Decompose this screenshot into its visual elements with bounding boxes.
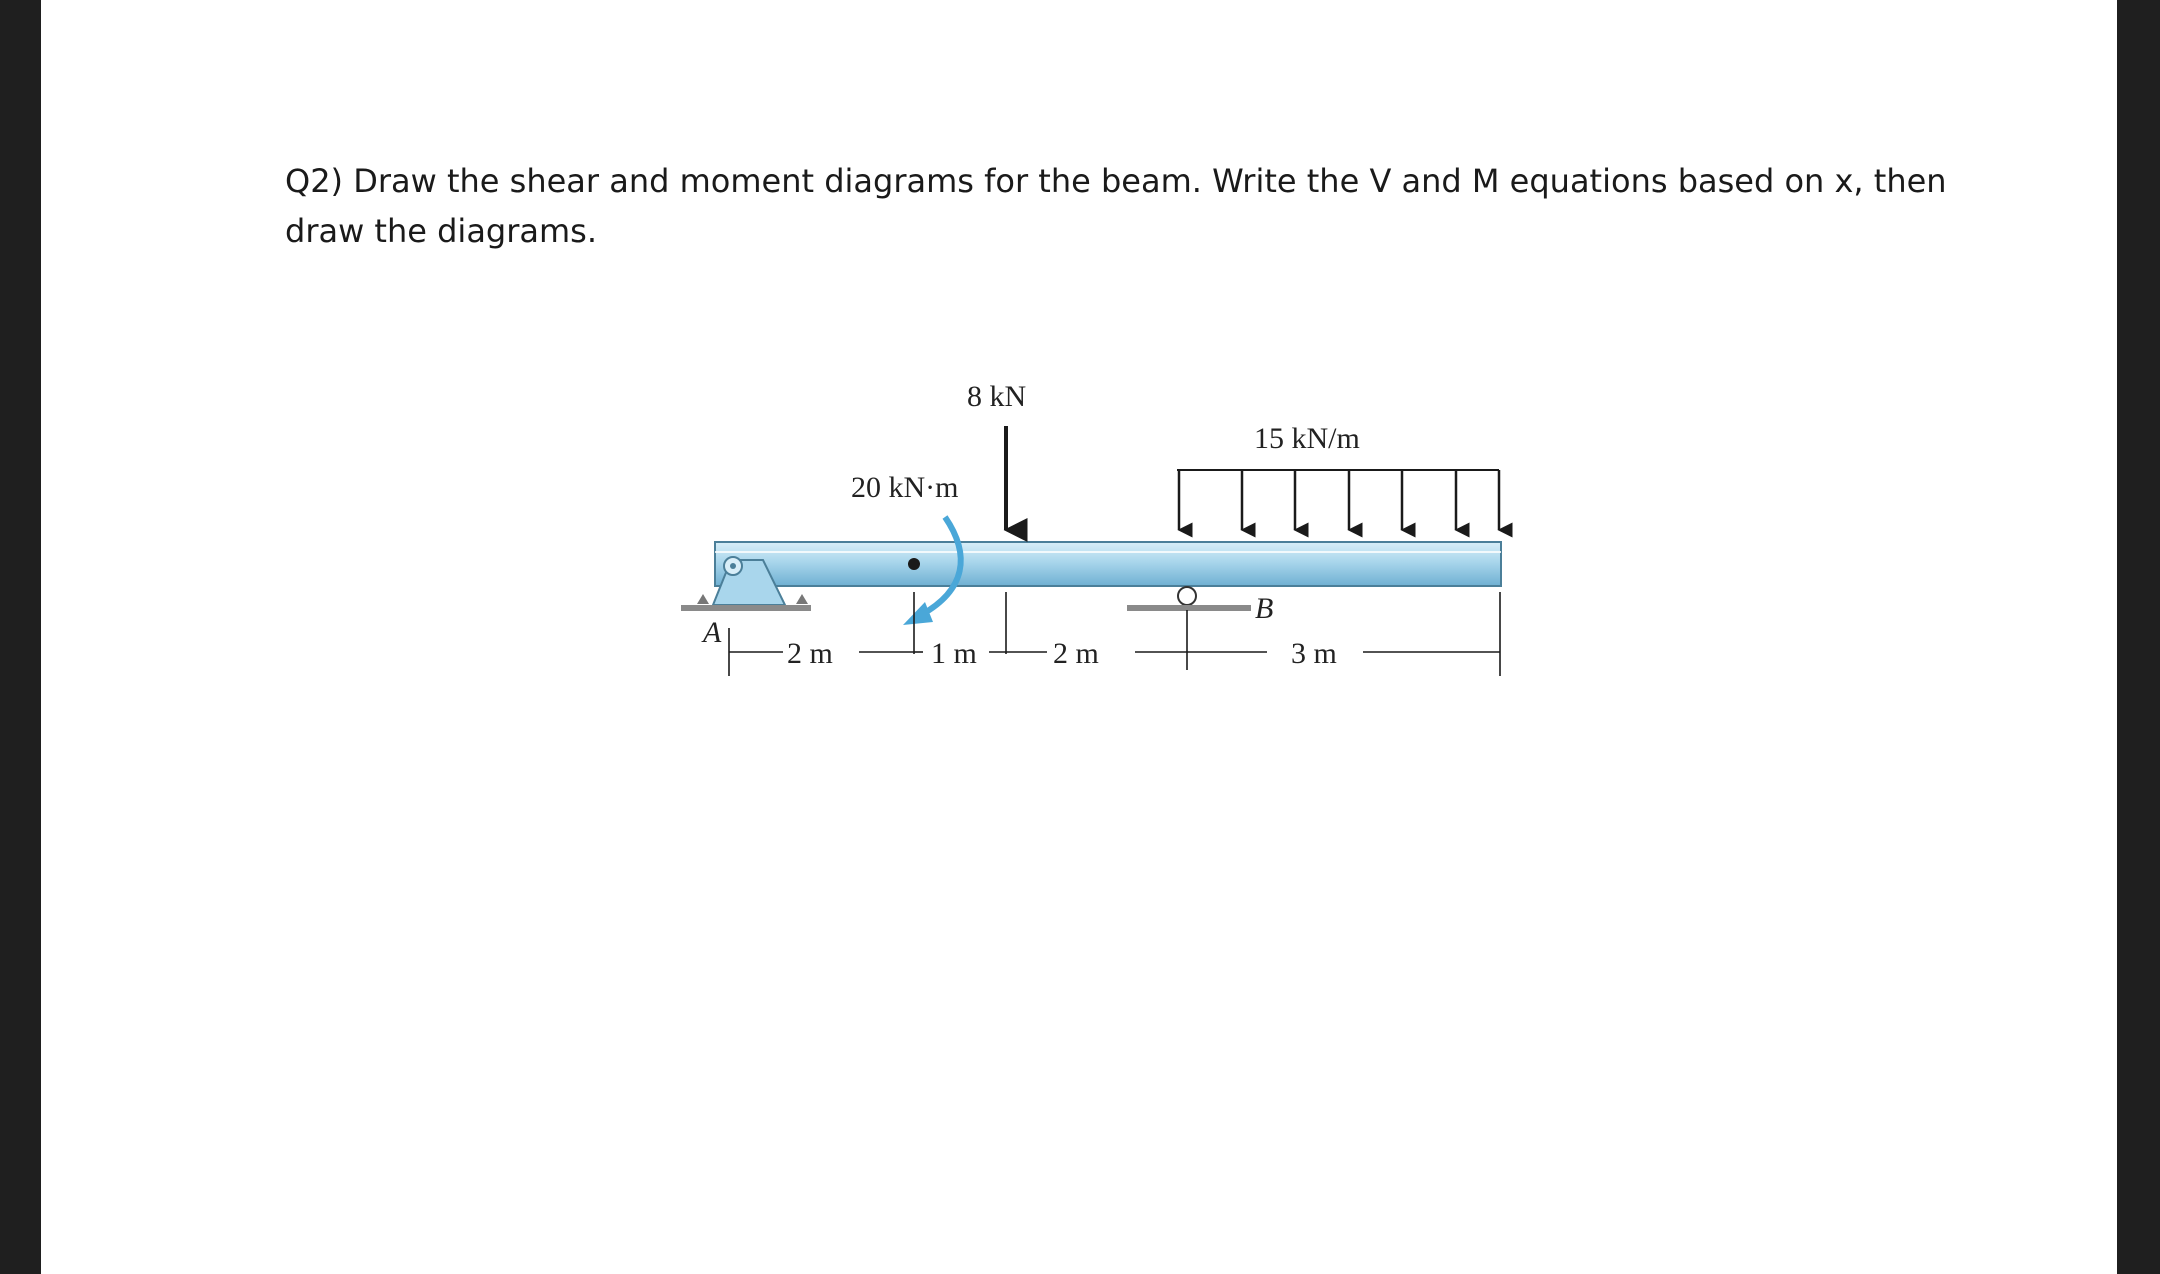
dimension-label-3: 2 m <box>1053 637 1099 670</box>
point-load-label: 8 kN <box>967 380 1026 413</box>
dimension-line <box>728 592 1501 676</box>
document-page: Q2) Draw the shear and moment diagrams f… <box>41 0 2117 1274</box>
distributed-load: 15 kN/m <box>1177 422 1513 538</box>
beam <box>714 541 1502 587</box>
dimension-labels: 2 m 1 m 2 m 3 m <box>787 637 1337 670</box>
dimension-label-2: 1 m <box>931 637 977 670</box>
support-b-label: B <box>1255 592 1273 625</box>
question-text: Q2) Draw the shear and moment diagrams f… <box>285 156 1985 256</box>
roller-support-b: B <box>1127 586 1273 625</box>
distributed-load-label: 15 kN/m <box>1254 422 1360 455</box>
dimension-label-4: 3 m <box>1291 637 1337 670</box>
support-a-label: A <box>701 616 722 649</box>
pin-support-a: A <box>681 556 811 649</box>
couple-moment-label: 20 kN·m <box>851 471 959 504</box>
point-load-arrow: 8 kN <box>967 380 1028 542</box>
dimension-label-1: 2 m <box>787 637 833 670</box>
beam-diagram: A B 8 kN 20 kN·m <box>681 380 1513 676</box>
question-line-2: draw the diagrams. <box>285 212 598 250</box>
question-line-1: Q2) Draw the shear and moment diagrams f… <box>285 162 1947 200</box>
couple-moment-arrow: 20 kN·m <box>851 471 964 625</box>
